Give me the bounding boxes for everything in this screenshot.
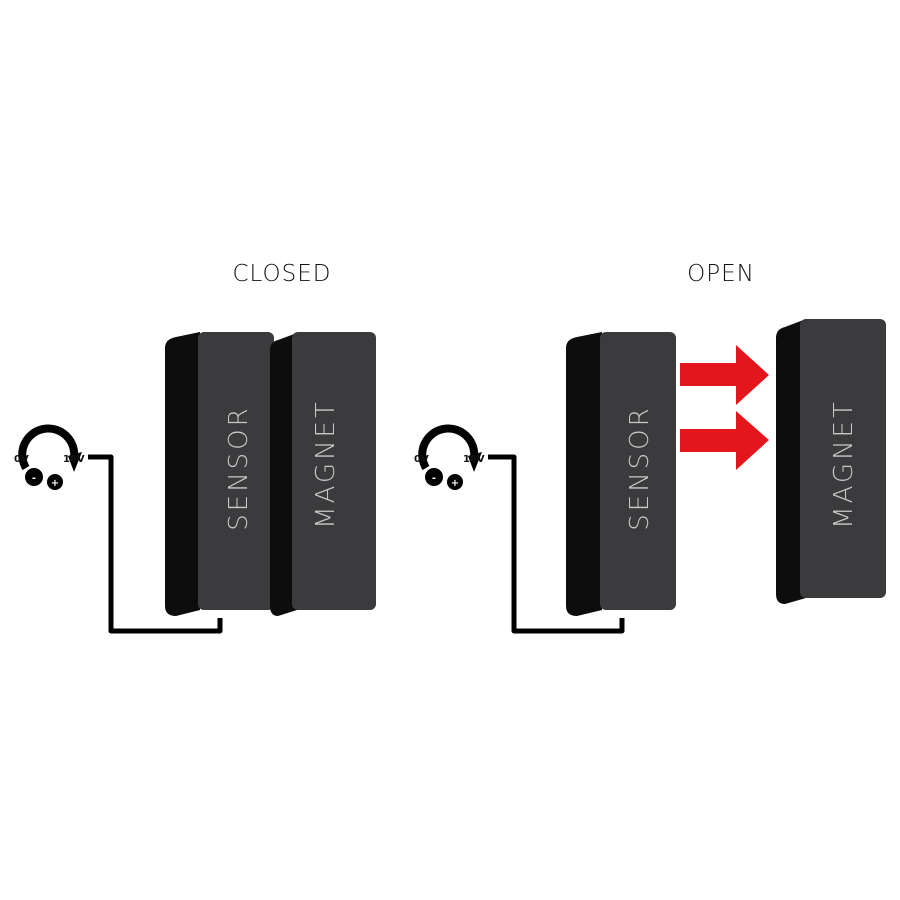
open-wire xyxy=(488,454,625,634)
dial-max-label: 10V xyxy=(463,454,485,465)
closed-magnet-side xyxy=(270,333,297,616)
dial-plus-sign: + xyxy=(51,478,59,489)
closed-sensor-label: SENSOR xyxy=(224,405,254,530)
open-title: OPEN xyxy=(687,261,755,287)
closed-state: CLOSED SENSOR MAGNET - + 0V 10V xyxy=(14,261,376,634)
dial-min-label: 0V xyxy=(14,454,29,465)
closed-wire xyxy=(88,454,223,634)
dial-minus-sign: - xyxy=(32,473,36,484)
open-sensor-label: SENSOR xyxy=(625,405,655,530)
dial-max-label: 10V xyxy=(63,454,85,465)
arrow-right-icon xyxy=(680,345,769,405)
closed-magnet-block: MAGNET xyxy=(270,332,376,616)
dial-minus-sign: - xyxy=(432,473,436,484)
open-magnet-side xyxy=(776,319,806,604)
open-sensor-block: SENSOR xyxy=(566,332,676,616)
open-magnet-label: MAGNET xyxy=(829,399,859,529)
closed-magnet-label: MAGNET xyxy=(311,399,341,529)
open-sensor-face xyxy=(600,332,676,610)
open-magnet-block: MAGNET xyxy=(776,319,886,604)
voltage-dial-icon: - + 0V 10V xyxy=(414,424,485,490)
closed-sensor-side xyxy=(165,332,200,616)
closed-sensor-face xyxy=(198,332,274,610)
arrow-right-icon xyxy=(680,411,769,470)
dial-plus-sign: + xyxy=(451,478,459,489)
voltage-dial-icon: - + 0V 10V xyxy=(14,424,85,490)
dial-min-label: 0V xyxy=(414,454,429,465)
open-magnet-face xyxy=(800,319,886,598)
open-sensor-side xyxy=(566,332,602,616)
open-state: OPEN SENSOR MAGNET - + xyxy=(414,261,886,634)
closed-sensor-block: SENSOR xyxy=(165,332,274,616)
closed-magnet-face xyxy=(292,332,376,610)
closed-title: CLOSED xyxy=(233,261,332,287)
